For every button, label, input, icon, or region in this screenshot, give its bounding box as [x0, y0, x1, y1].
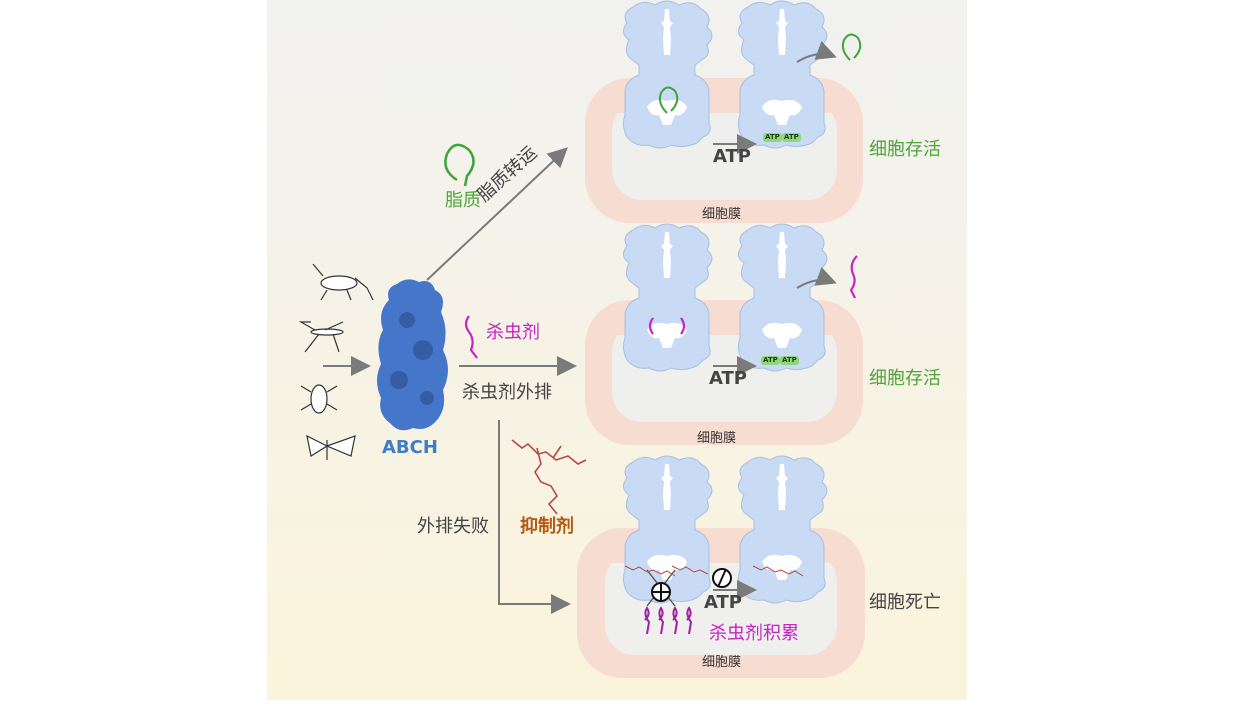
- atp-label-3: ATP: [704, 592, 743, 613]
- lipid-label: 脂质: [445, 190, 481, 211]
- membrane-label-3: 细胞膜: [702, 655, 742, 670]
- insecticide-molecule-icon: [644, 606, 693, 635]
- blocked-symbol-icon: [712, 568, 732, 588]
- insecticide-efflux-label: 杀虫剂外排: [462, 382, 552, 403]
- flow-arrows: [323, 147, 577, 614]
- outcome-label-3: 细胞死亡: [869, 592, 941, 613]
- membrane-label-2: 细胞膜: [697, 431, 737, 446]
- abch-figure: 脂质 脂质转运 细胞存活 细胞膜 ATP ATP ATP 杀虫剂 杀虫剂外排 细…: [267, 0, 967, 700]
- outcome-label-1: 细胞存活: [869, 139, 941, 160]
- protein-structure-icon: [377, 279, 448, 431]
- membrane-label-1: 细胞膜: [702, 207, 742, 222]
- inhibitor-label: 抑制剂: [520, 516, 574, 537]
- cell-lipid: [585, 0, 863, 223]
- cricket-icon: [312, 263, 374, 301]
- inhibition-symbol-icon: [651, 582, 671, 602]
- accumulation-label: 杀虫剂积累: [709, 623, 799, 644]
- efflux-failure-label: 外排失败: [417, 516, 489, 537]
- atp-chip: ATP: [782, 133, 801, 142]
- beetle-icon: [300, 384, 338, 414]
- mosquito-icon: [298, 321, 344, 353]
- cell-insecticide: [585, 223, 863, 445]
- atp-chip: ATP: [763, 133, 782, 142]
- atp-label-2: ATP: [709, 368, 748, 389]
- abch-label: ABCH: [382, 437, 438, 458]
- inhibitor-molecule-icon: [511, 439, 587, 515]
- atp-chip: ATP: [761, 356, 780, 365]
- moth-icon: [306, 434, 356, 460]
- insecticide-label: 杀虫剂: [486, 322, 540, 343]
- lipid-molecule-icon: [444, 143, 475, 187]
- atp-label-1: ATP: [713, 146, 752, 167]
- atp-chip: ATP: [780, 356, 799, 365]
- outcome-label-2: 细胞存活: [869, 368, 941, 389]
- cell-inhibitor: [577, 455, 865, 678]
